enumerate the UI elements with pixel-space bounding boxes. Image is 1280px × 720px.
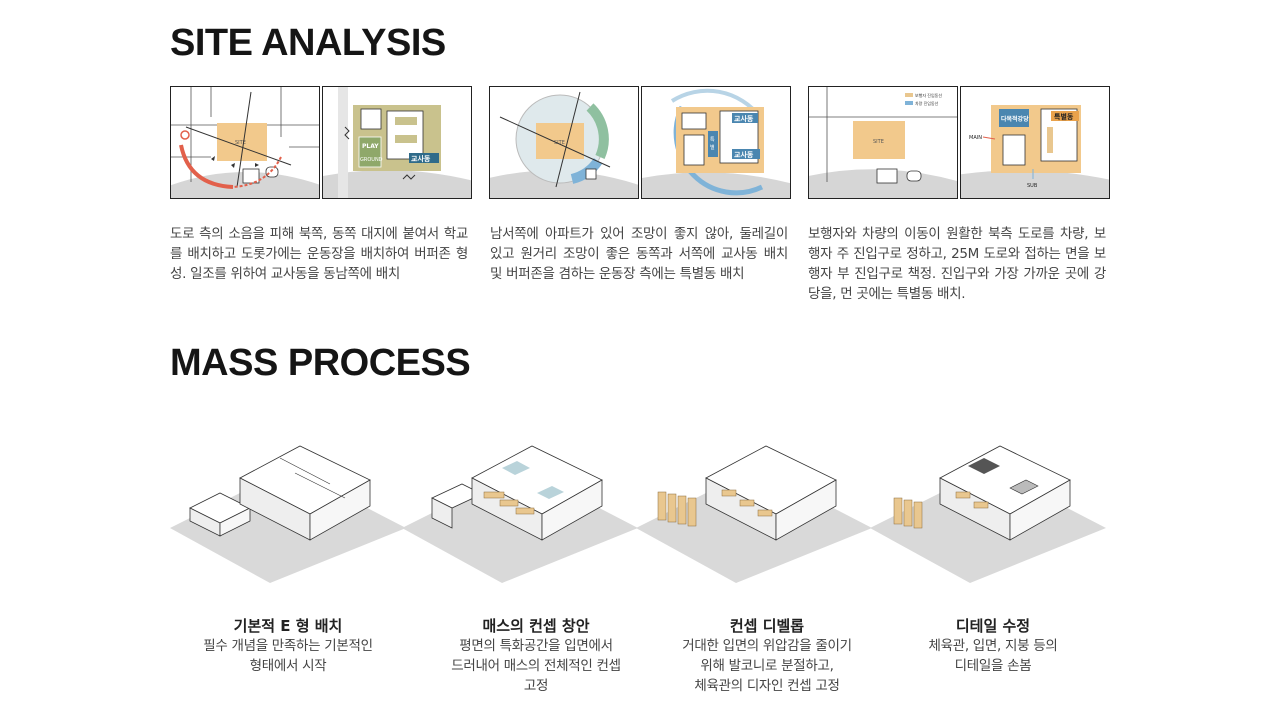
svg-text:교사동: 교사동 [734,114,754,123]
site-diagram-layout-1: PLAY GROUND 교사동 [322,86,472,199]
svg-text:SITE: SITE [235,140,246,146]
svg-text:SUB: SUB [1027,183,1038,189]
mass-model-4 [870,418,1106,588]
mass-step-title: 디테일 수정 [955,617,1031,635]
site-analysis-title: SITE ANALYSIS [170,22,446,64]
svg-text:특: 특 [710,137,715,143]
mass-model-2 [402,418,638,588]
mass-step-title: 기본적 E 형 배치 [233,617,343,635]
mass-step-line: 체육관의 디자인 컨셉 고정 [694,678,840,694]
mass-step-line: 평면의 특화공간을 입면에서 [459,638,613,654]
svg-text:특별동: 특별동 [1054,112,1074,121]
svg-text:다목적강당: 다목적강당 [1001,115,1029,123]
mass-step-line: 드러내어 매스의 전체적인 컨셉 [451,658,621,674]
svg-text:PLAY: PLAY [362,143,379,150]
mass-step-1: 기본적 E 형 배치 필수 개념을 만족하는 기본적인 형태에서 시작 [168,616,408,676]
mass-process-title: MASS PROCESS [170,342,471,384]
site-description-1: 도로 측의 소음을 피해 북쪽, 동쪽 대지에 붙여서 학교를 배치하고 도롯가… [170,225,468,282]
svg-text:GROUND: GROUND [360,157,383,163]
mass-model-3 [636,418,872,588]
svg-text:차량 진입동선: 차량 진입동선 [915,100,939,106]
mass-step-line: 형태에서 시작 [249,658,327,674]
svg-text:SITE: SITE [554,140,565,146]
mass-step-line: 디테일을 손봄 [954,658,1032,674]
mass-step-line: 고정 [523,678,549,694]
svg-text:교사동: 교사동 [411,154,431,163]
mass-model-1 [170,418,406,588]
mass-step-3: 컨셉 디벨롭 거대한 입면의 위압감을 줄이기 위해 발코니로 분절하고, 체육… [647,616,887,696]
mass-step-title: 컨셉 디벨롭 [729,617,805,635]
mass-step-2: 매스의 컨셉 창안 평면의 특화공간을 입면에서 드러내어 매스의 전체적인 컨… [416,616,656,696]
mass-step-line: 필수 개념을 만족하는 기본적인 [203,638,373,654]
site-description-2: 남서쪽에 아파트가 있어 조망이 좋지 않아, 둘레길이 있고 원거리 조망이 … [490,225,788,282]
mass-step-line: 체육관, 입면, 지붕 등의 [928,638,1058,654]
site-diagram-view: SITE [489,86,639,199]
site-diagram-noise: SITE [170,86,320,199]
svg-text:SITE: SITE [873,139,884,145]
mass-step-4: 디테일 수정 체육관, 입면, 지붕 등의 디테일을 손봄 [873,616,1113,676]
svg-text:보행자 진입동선: 보행자 진입동선 [915,92,942,98]
svg-text:별: 별 [710,144,715,151]
site-diagram-layout-3: 다목적강당 특별동 MAIN SUB [960,86,1110,199]
mass-step-line: 위해 발코니로 분절하고, [700,658,834,674]
site-description-3: 보행자와 차량의 이동이 원활한 북측 도로를 차량, 보행자 주 진입구로 정… [808,225,1106,302]
site-diagram-access: SITE 보행자 진입동선 차량 진입동선 [808,86,958,199]
mass-step-line: 거대한 입면의 위압감을 줄이기 [682,638,852,654]
svg-text:MAIN: MAIN [969,135,982,141]
svg-text:교사동: 교사동 [734,150,754,159]
mass-step-title: 매스의 컨셉 창안 [482,617,590,635]
